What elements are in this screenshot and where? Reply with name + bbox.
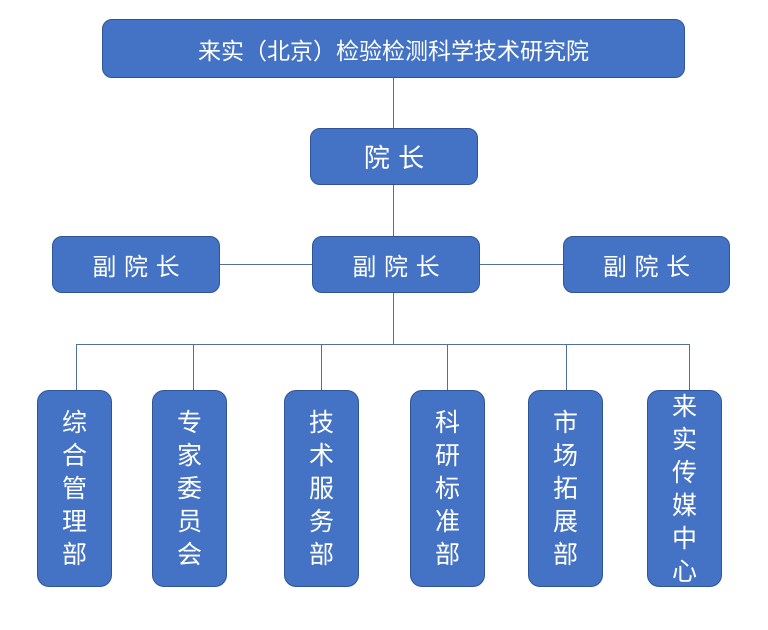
department-label: 市场拓展部 (552, 408, 578, 569)
connector-drop-dept-1 (76, 344, 77, 390)
vice-president-box-center: 副 院 长 (312, 236, 480, 293)
connector-vp-to-bus (393, 293, 394, 344)
connector-root-to-president (393, 78, 394, 128)
connector-department-bus (76, 344, 689, 345)
department-label: 专家委员会 (176, 408, 202, 569)
org-root-label: 来实（北京）检验检测科学技术研究院 (198, 38, 589, 65)
connector-vp-right (480, 264, 563, 265)
connector-drop-dept-6 (689, 344, 690, 390)
department-box-expert-committee: 专家委员会 (152, 390, 227, 587)
vice-president-box-left: 副 院 长 (52, 236, 220, 293)
president-box: 院 长 (310, 128, 478, 185)
department-label: 科研标准部 (434, 408, 460, 569)
connector-drop-dept-3 (321, 344, 322, 390)
connector-president-to-vp (393, 185, 394, 236)
department-box-technical-service: 技术服务部 (284, 390, 359, 587)
department-box-media-center: 来实传媒中心 (647, 390, 722, 587)
department-box-market-expansion: 市场拓展部 (528, 390, 603, 587)
president-label: 院 长 (363, 144, 425, 174)
connector-drop-dept-4 (447, 344, 448, 390)
department-box-research-standards: 科研标准部 (410, 390, 485, 587)
department-label: 综合管理部 (61, 408, 87, 569)
department-label: 技术服务部 (308, 408, 334, 569)
department-label: 来实传媒中心 (671, 391, 697, 586)
org-root-box: 来实（北京）检验检测科学技术研究院 (102, 19, 685, 78)
connector-drop-dept-2 (193, 344, 194, 390)
vice-president-label: 副 院 长 (352, 253, 440, 281)
vice-president-label: 副 院 长 (92, 253, 180, 281)
department-box-general-management: 综合管理部 (37, 390, 112, 587)
vice-president-box-right: 副 院 长 (563, 236, 730, 293)
vice-president-label: 副 院 长 (602, 253, 691, 281)
connector-vp-left (220, 264, 312, 265)
connector-drop-dept-5 (566, 344, 567, 390)
